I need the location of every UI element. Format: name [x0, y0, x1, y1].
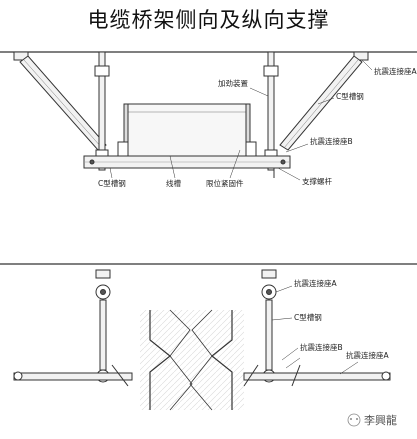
- label-stiffener: 加劲装置: [218, 78, 248, 88]
- lateral-labels: 抗震连接座A 加劲装置 C型槽钢 抗震连接座B C型槽钢 线槽 限位紧固件 支撑…: [98, 66, 417, 188]
- label-c-channel-bottom: C型槽钢: [98, 178, 126, 188]
- left-hanger-rod: [98, 51, 106, 171]
- limit-fastener-left: [117, 141, 129, 157]
- watermark-text: 李興龍: [364, 413, 397, 427]
- label-anti-seismic-b-2: 抗震连接座B: [300, 342, 343, 352]
- wechat-icon: [347, 413, 361, 427]
- longitudinal-view: [0, 263, 417, 411]
- left-horizontal-brace: [13, 372, 133, 381]
- label-anti-seismic-a-3: 抗震连接座A: [346, 350, 389, 360]
- label-anti-seismic-a-2: 抗震连接座A: [294, 278, 337, 288]
- label-cable-tray: 线槽: [166, 178, 181, 188]
- left-vertical-channel: [99, 299, 107, 371]
- label-limit-fastener: 限位紧固件: [206, 178, 244, 188]
- break-region: [140, 310, 244, 410]
- label-anti-seismic-b: 抗震连接座B: [310, 136, 353, 146]
- lateral-view: [0, 51, 417, 181]
- label-anti-seismic-a: 抗震连接座A: [374, 66, 417, 76]
- label-c-channel-2: C型槽钢: [294, 312, 322, 322]
- watermark: 李興龍: [347, 413, 397, 427]
- right-hanger-rod: [267, 51, 275, 171]
- right-vertical-channel: [265, 299, 273, 371]
- longitudinal-labels: 抗震连接座A C型槽钢 抗震连接座B 抗震连接座A: [294, 278, 389, 360]
- right-horizontal-brace: [243, 372, 391, 381]
- label-support-rod: 支撑螺杆: [302, 176, 332, 186]
- limit-fastener-right: [245, 141, 257, 157]
- diagram-title: 电缆桥架侧向及纵向支撑: [87, 8, 330, 32]
- label-c-channel: C型槽钢: [336, 91, 364, 101]
